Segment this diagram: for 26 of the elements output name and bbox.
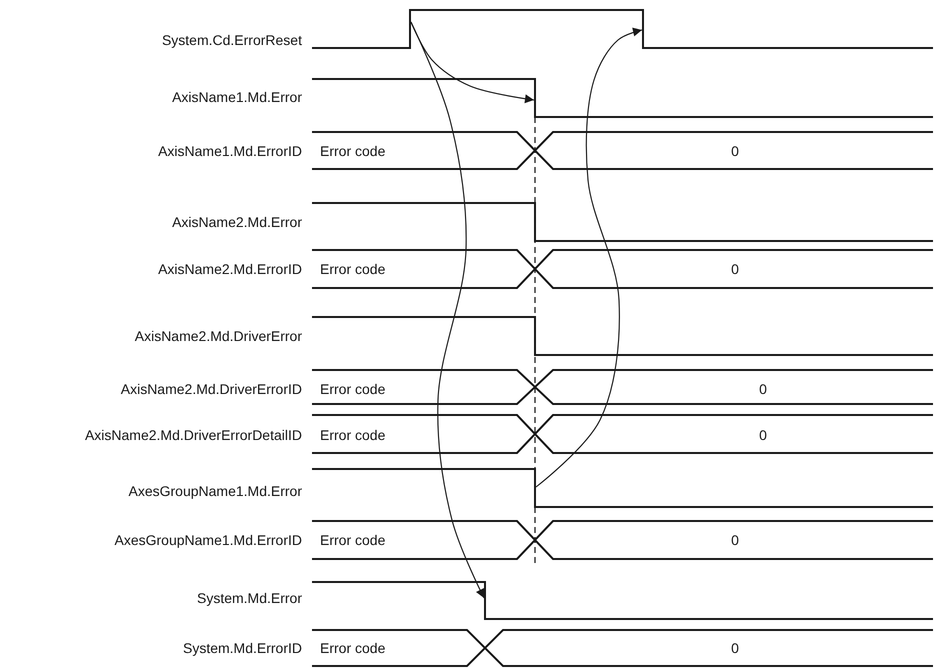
bus-value-text: 0 xyxy=(731,143,739,159)
arrow xyxy=(536,28,642,488)
bus-value-text: 0 xyxy=(759,381,767,397)
signal-name: System.Cd.ErrorReset xyxy=(162,32,302,48)
signal-name: AxisName1.Md.Error xyxy=(172,89,302,105)
signal-name: AxisName2.Md.Error xyxy=(172,214,302,230)
signal-name: AxisName2.Md.DriverErrorID xyxy=(120,381,302,397)
bus-value-text: Error code xyxy=(320,640,386,656)
signal-name: AxesGroupName1.Md.ErrorID xyxy=(114,532,302,548)
bus-value-text: 0 xyxy=(731,261,739,277)
signal-name: System.Md.ErrorID xyxy=(182,640,302,656)
arrow xyxy=(410,22,484,598)
signal-name: AxisName2.Md.DriverErrorDetailID xyxy=(84,427,302,443)
bus-value-text: Error code xyxy=(320,143,386,159)
bus-value-text: Error code xyxy=(320,381,386,397)
signal-name: AxisName1.Md.ErrorID xyxy=(158,143,302,159)
bus-value-text: 0 xyxy=(759,427,767,443)
bus-value-text: 0 xyxy=(731,640,739,656)
bus-value-text: Error code xyxy=(320,427,386,443)
bus-value-text: 0 xyxy=(731,532,739,548)
bus-value-text: Error code xyxy=(320,261,386,277)
signal-name: AxisName2.Md.ErrorID xyxy=(158,261,302,277)
signal-name: AxesGroupName1.Md.Error xyxy=(128,483,302,499)
signal-name: System.Md.Error xyxy=(196,590,302,606)
signal-name: AxisName2.Md.DriverError xyxy=(134,328,302,344)
bus-value-text: Error code xyxy=(320,532,386,548)
